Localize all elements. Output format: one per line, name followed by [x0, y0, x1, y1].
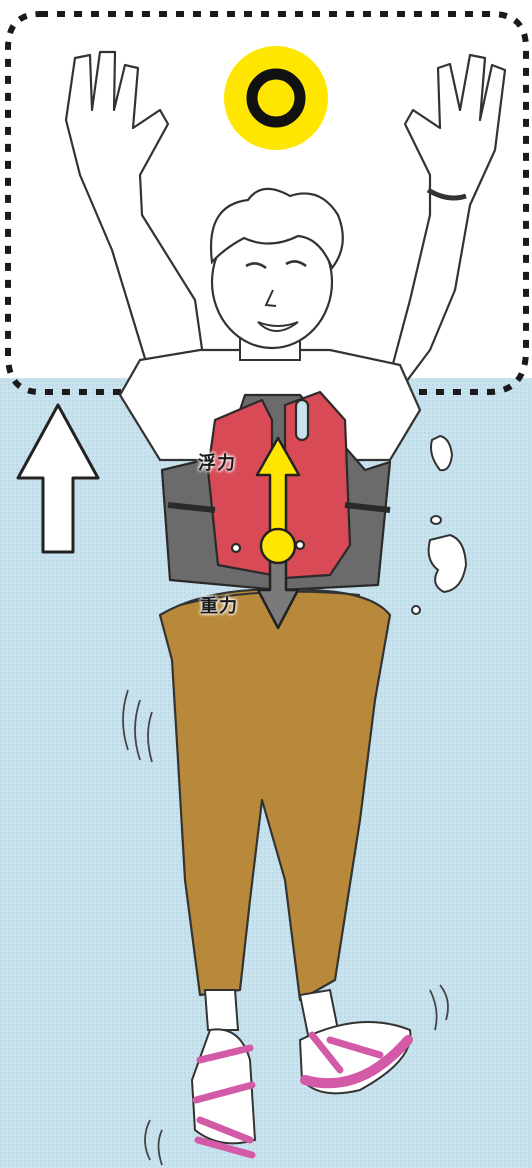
gravity-label: 重力	[200, 592, 238, 618]
buoyancy-label: 浮力	[198, 449, 236, 475]
head	[211, 189, 343, 360]
circle-mark-icon	[224, 46, 328, 150]
center-of-mass-icon	[261, 529, 295, 563]
